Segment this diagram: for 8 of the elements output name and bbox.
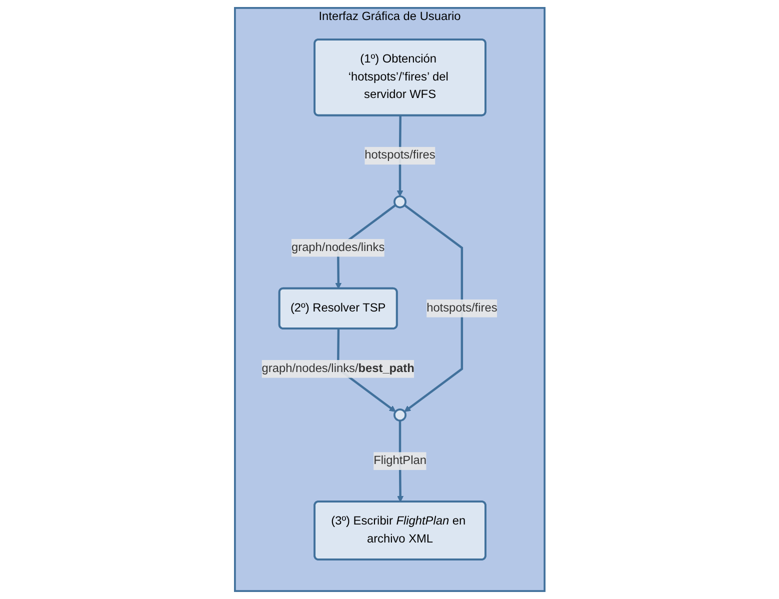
edge-label: FlightPlan [373,454,426,467]
edge-label: hotspots/fires [364,149,436,162]
node-circle [393,195,406,208]
edge-label: hotspots/fires [426,302,497,314]
arrow [404,204,463,412]
node-circle [393,408,406,422]
edge-label: graph/nodes/links [291,241,384,254]
edge-label: graph/nodes/links/best_path [262,362,414,375]
